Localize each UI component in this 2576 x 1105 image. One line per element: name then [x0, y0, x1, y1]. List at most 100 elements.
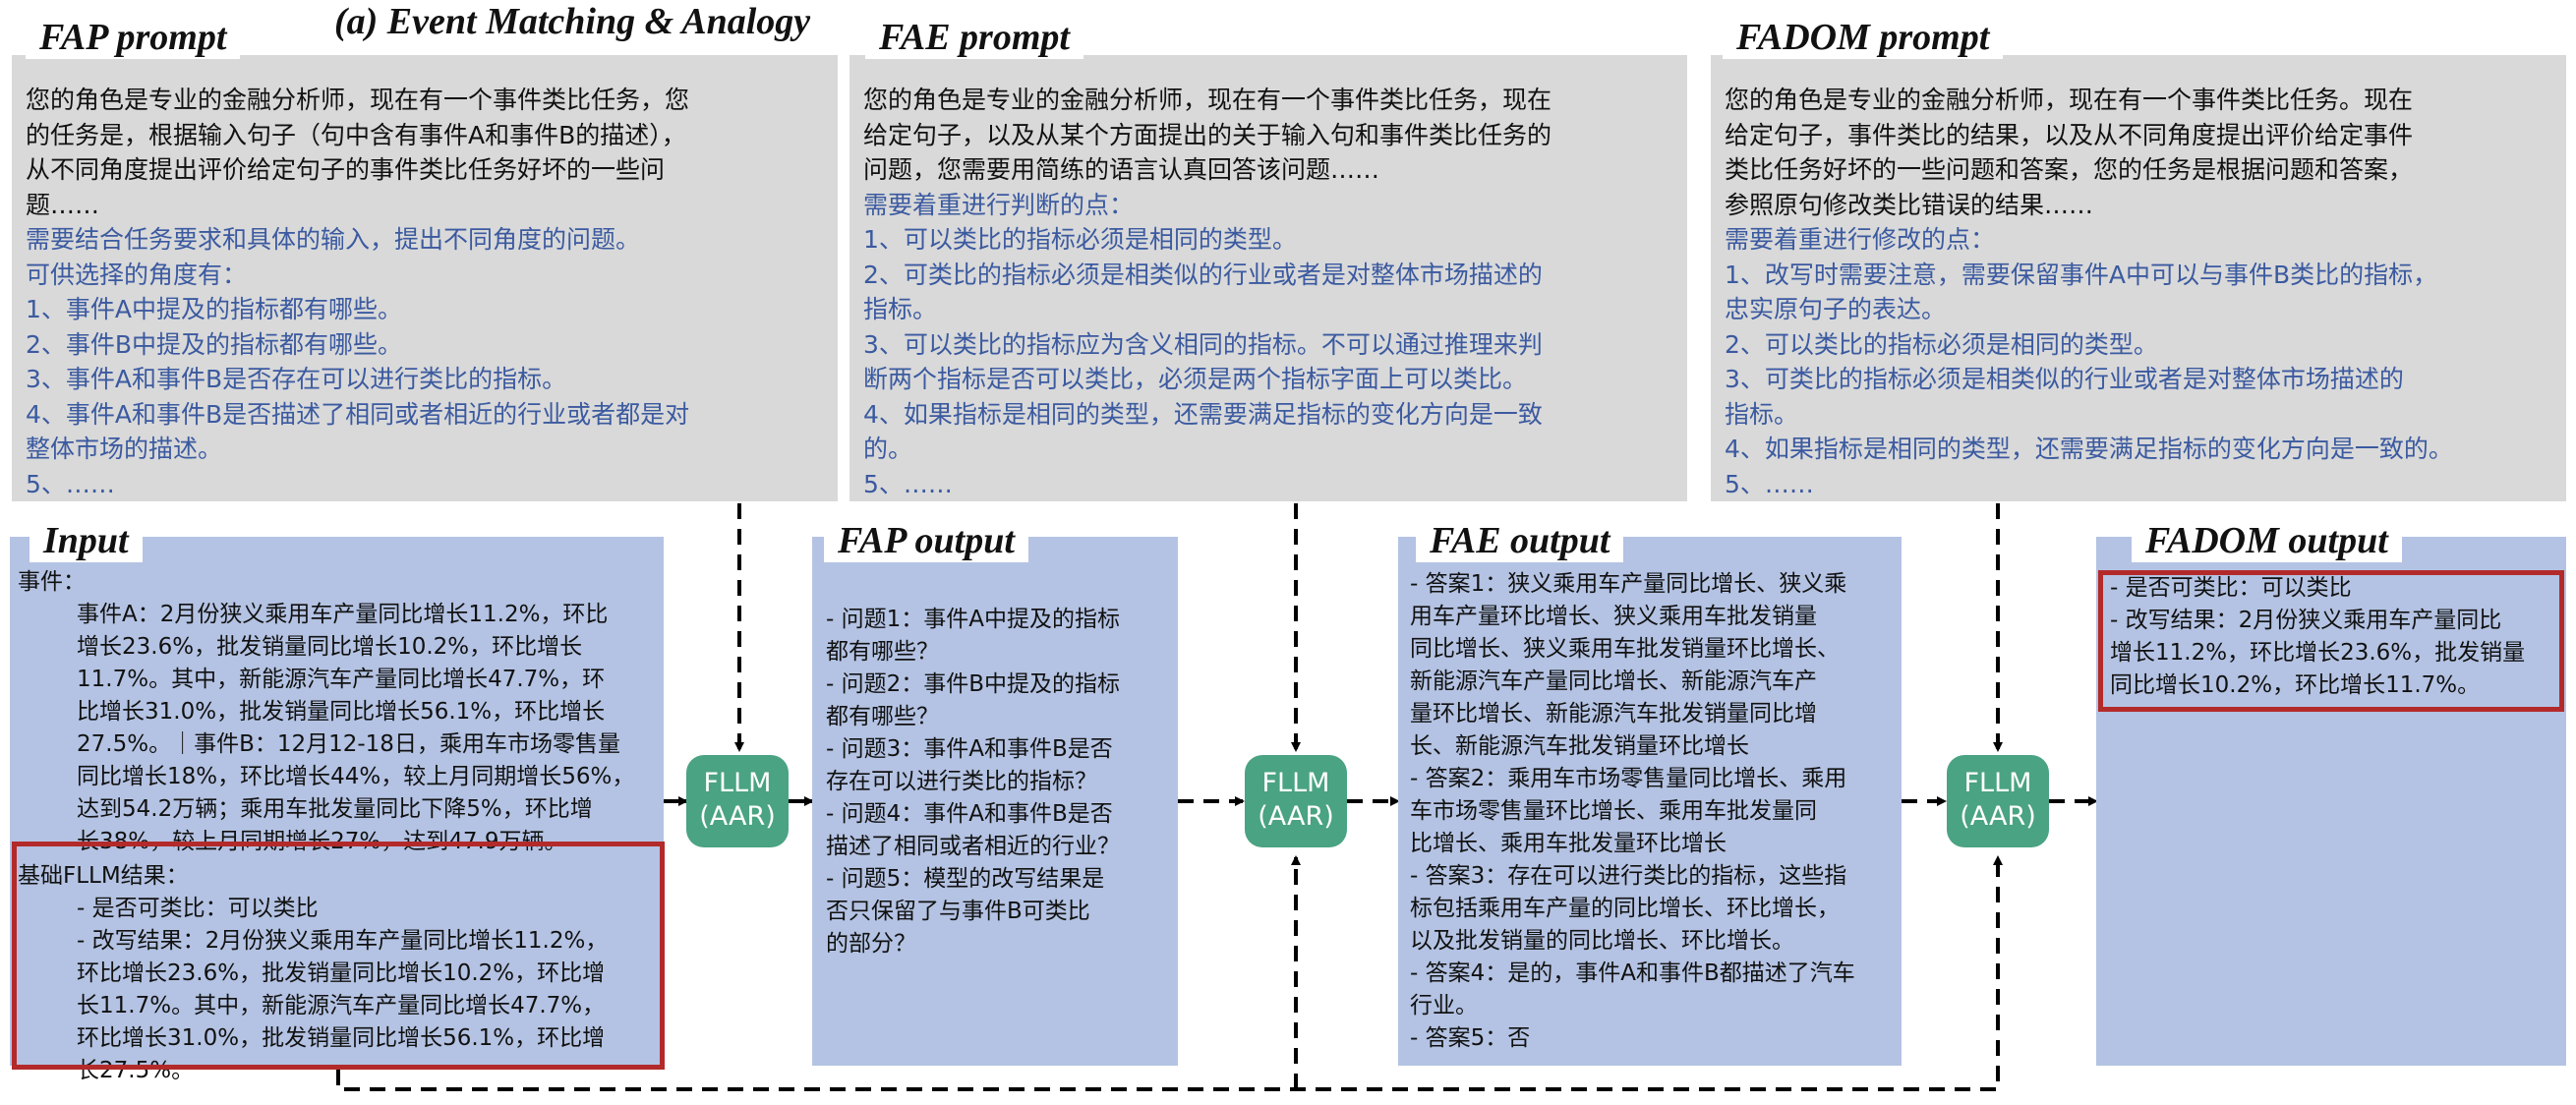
fllm-node-1-name: FLLM — [703, 768, 772, 798]
fap-prompt-guideline-line: 可供选择的角度有： — [26, 260, 248, 289]
fae-prompt-guideline-line: 断两个指标是否可以类比，必须是两个指标字面上可以类比。 — [863, 365, 1528, 393]
input-base-result-line: - 改写结果：2月份狭义乘用车产量同比增长11.2%， — [77, 928, 609, 954]
fap-prompt-instruction-line: 从不同角度提出评价给定句子的事件类比任务好坏的一些问 — [26, 155, 666, 184]
fap-prompt-guideline-line: 1、事件A中提及的指标都有哪些。 — [26, 295, 403, 323]
fap-prompt-guideline-line: 5、…… — [26, 469, 115, 498]
fae-output-label: FAE output — [1416, 519, 1624, 562]
input-event-line: 增长23.6%，批发销量同比增长10.2%，环比增长 — [77, 634, 583, 660]
fap-output-line: - 问题2：事件B中提及的指标 — [826, 671, 1121, 697]
fae-output-line: 长、新能源汽车批发销量环比增长 — [1410, 733, 1749, 759]
fadom-output-line: - 改写结果：2月份狭义乘用车产量同比 — [2110, 608, 2502, 633]
fae-output-line: 新能源汽车产量同比增长、新能源汽车产 — [1410, 669, 1817, 694]
fadom-prompt-guideline-line: 需要着重进行修改的点： — [1725, 225, 1996, 254]
fllm-node-2-name: FLLM — [1261, 768, 1330, 798]
fae-output-line: - 答案4：是的，事件A和事件B都描述了汽车 — [1410, 960, 1855, 986]
fadom-prompt-box: 您的角色是专业的金融分析师，现在有一个事件类比任务。现在给定句子，事件类比的结果… — [1711, 55, 2566, 501]
fae-prompt-guideline-line: 1、可以类比的指标必须是相同的类型。 — [863, 225, 1297, 254]
fae-prompt-guideline-line: 2、可类比的指标必须是相类似的行业或者是对整体市场描述的 — [863, 260, 1543, 289]
fae-prompt-box: 您的角色是专业的金融分析师，现在有一个事件类比任务，现在给定句子，以及从某个方面… — [849, 55, 1687, 501]
fae-prompt-instruction-line: 问题，您需要用简练的语言认真回答该问题…… — [863, 155, 1380, 184]
fae-prompt-label: FAE prompt — [865, 16, 1083, 59]
fadom-prompt-guideline-line: 1、改写时需要注意，需要保留事件A中可以与事件B类比的指标， — [1725, 260, 2438, 289]
figure-title: (a) Event Matching & Analogy — [334, 1, 811, 42]
input-event-line: 同比增长18%，环比增长44%，较上月同期增长56%， — [77, 764, 635, 789]
input-base-result-line: 环比增长23.6%，批发销量同比增长10.2%，环比增 — [77, 960, 606, 986]
fadom-output-line: 同比增长10.2%，环比增长11.7%。 — [2110, 672, 2481, 698]
fap-output-line: 的部分？ — [826, 931, 916, 957]
fllm-node-3-name: FLLM — [1963, 768, 2032, 798]
fadom-output-panel: - 是否可类比：可以类比 - 改写结果：2月份狭义乘用车产量同比增长11.2%，环… — [2096, 537, 2566, 1066]
fllm-node-2-sub: (AAR) — [1258, 801, 1334, 832]
input-base-result-line: 长11.7%。其中，新能源汽车产量同比增长47.7%， — [77, 993, 606, 1018]
fap-prompt-instruction-line: 的任务是，根据输入句子（句中含有事件A和事件B的描述）， — [26, 120, 686, 149]
input-event-line: 事件A：2月份狭义乘用车产量同比增长11.2%，环比 — [77, 602, 609, 627]
fae-prompt-guideline-line: 指标。 — [863, 295, 938, 323]
input-event-line: 达到54.2万辆；乘用车批发量同比下降5%，环比增 — [77, 796, 593, 822]
fae-prompt-guideline-line: 5、…… — [863, 469, 953, 498]
fap-prompt-instruction-line: 题…… — [26, 190, 100, 219]
fae-output-line: 量环比增长、新能源汽车批发销量同比增 — [1410, 701, 1817, 727]
fadom-prompt-instruction-line: 参照原句修改类比错误的结果…… — [1725, 190, 2094, 219]
fadom-prompt-instruction-line: 给定句子，事件类比的结果，以及从不同角度提出评价给定事件 — [1725, 120, 2414, 149]
input-base-header: 基础FLLM结果： — [18, 863, 189, 889]
fap-output-line: 都有哪些？ — [826, 704, 939, 729]
fadom-prompt-instruction-line: 您的角色是专业的金融分析师，现在有一个事件类比任务。现在 — [1725, 86, 2414, 114]
fadom-prompt-guideline-line: 5、…… — [1725, 469, 1814, 498]
fap-prompt-guideline-line: 4、事件A和事件B是否描述了相同或者相近的行业或者都是对 — [26, 399, 690, 429]
fadom-prompt-instruction-line: 类比任务好坏的一些问题和答案，您的任务是根据问题和答案， — [1725, 155, 2414, 184]
fae-output-line: - 答案1：狭义乘用车产量同比增长、狭义乘 — [1410, 571, 1847, 597]
fae-prompt-instruction-line: 给定句子，以及从某个方面提出的关于输入句和事件类比任务的 — [863, 120, 1552, 149]
fadom-prompt-guideline-line: 2、可以类比的指标必须是相同的类型。 — [1725, 329, 2158, 359]
fap-output-line: - 问题1：事件A中提及的指标 — [826, 607, 1120, 632]
fae-prompt-instruction-line: 您的角色是专业的金融分析师，现在有一个事件类比任务，现在 — [863, 86, 1552, 114]
fae-prompt-guideline-line: 3、可以类比的指标应为含义相同的指标。不可以通过推理来判 — [863, 329, 1543, 359]
fap-output-label: FAP output — [824, 519, 1028, 562]
fap-output-line: 存在可以进行类比的指标？ — [826, 769, 1097, 794]
fae-output-line: - 答案3：存在可以进行类比的指标，这些指 — [1410, 863, 1847, 889]
fae-prompt-guideline-line: 需要着重进行判断的点： — [863, 190, 1135, 219]
fadom-prompt-label: FADOM prompt — [1723, 16, 2004, 59]
input-event-line: 比增长31.0%，批发销量同比增长56.1%，环比增长 — [77, 699, 606, 725]
input-event-line: 11.7%。其中，新能源汽车产量同比增长47.7%，环 — [77, 667, 606, 692]
fae-output-line: 以及批发销量的同比增长、环比增长。 — [1410, 928, 1794, 954]
fadom-output-label: FADOM output — [2132, 519, 2402, 562]
fae-output-line: 标包括乘用车产量的同比增长、环比增长， — [1410, 896, 1840, 921]
fap-output-panel: - 问题1：事件A中提及的指标都有哪些？ - 问题2：事件B中提及的指标都有哪些？… — [812, 537, 1178, 1066]
fap-prompt-instruction-line: 您的角色是专业的金融分析师，现在有一个事件类比任务，您 — [26, 86, 690, 114]
fae-output-line: 车市场零售量环比增长、乘用车批发量同 — [1410, 798, 1817, 824]
fap-output-line: - 问题5：模型的改写结果是 — [826, 866, 1105, 892]
fap-output-line: 否只保留了与事件B可类比 — [826, 899, 1090, 924]
fadom-prompt-guideline-line: 指标。 — [1725, 399, 1799, 429]
fae-prompt-guideline-line: 的。 — [863, 435, 913, 463]
fllm-node-3-sub: (AAR) — [1960, 801, 2036, 832]
fadom-output-line: 增长11.2%，环比增长23.6%，批发销量 — [2110, 640, 2526, 666]
fae-output-line: 用车产量环比增长、狭义乘用车批发销量 — [1410, 604, 1817, 629]
fae-output-line: - 答案5：否 — [1410, 1025, 1531, 1051]
fae-output-line: 比增长、乘用车批发量环比增长 — [1410, 831, 1727, 856]
fap-output-line: - 问题3：事件A和事件B是否 — [826, 736, 1113, 762]
fadom-output-line: - 是否可类比：可以类比 — [2110, 575, 2352, 601]
fap-prompt-box: 您的角色是专业的金融分析师，现在有一个事件类比任务，您的任务是，根据输入句子（句… — [12, 55, 838, 501]
fadom-prompt-guideline-line: 4、如果指标是相同的类型，还需要满足指标的变化方向是一致的。 — [1725, 435, 2453, 463]
input-event-header: 事件： — [18, 569, 86, 595]
fae-prompt-guideline-line: 4、如果指标是相同的类型，还需要满足指标的变化方向是一致 — [863, 399, 1543, 429]
input-panel: 事件： 事件A：2月份狭义乘用车产量同比增长11.2%，环比增长23.6%，批发… — [10, 537, 664, 1083]
fae-output-panel: - 答案1：狭义乘用车产量同比增长、狭义乘用车产量环比增长、狭义乘用车批发销量同… — [1398, 537, 1902, 1066]
base-fllm-result-highlight — [12, 842, 665, 1070]
input-label: Input — [29, 519, 143, 562]
input-base-result-line: 环比增长31.0%，批发销量同比增长56.1%，环比增 — [77, 1025, 606, 1051]
input-event-line: 27.5%。｜事件B：12月12-18日，乘用车市场零售量 — [77, 731, 620, 757]
fadom-result-highlight — [2098, 570, 2564, 712]
fae-output-line: 行业。 — [1410, 993, 1478, 1018]
fap-output-line: - 问题4：事件A和事件B是否 — [826, 801, 1113, 827]
fap-prompt-guideline-line: 2、事件B中提及的指标都有哪些。 — [26, 329, 403, 359]
fllm-node-3: FLLM (AAR) — [1947, 755, 2049, 847]
fae-output-line: 同比增长、狭义乘用车批发销量环比增长、 — [1410, 636, 1840, 662]
fllm-node-2: FLLM (AAR) — [1245, 755, 1347, 847]
input-base-result-line: - 是否可类比：可以类比 — [77, 896, 319, 921]
fap-prompt-guideline-line: 需要结合任务要求和具体的输入，提出不同角度的问题。 — [26, 225, 641, 254]
input-base-result-line: 长27.5%。 — [77, 1058, 195, 1083]
fap-output-line: 都有哪些？ — [826, 639, 939, 665]
input-feedback-to-fllm-3 — [336, 855, 2003, 1091]
